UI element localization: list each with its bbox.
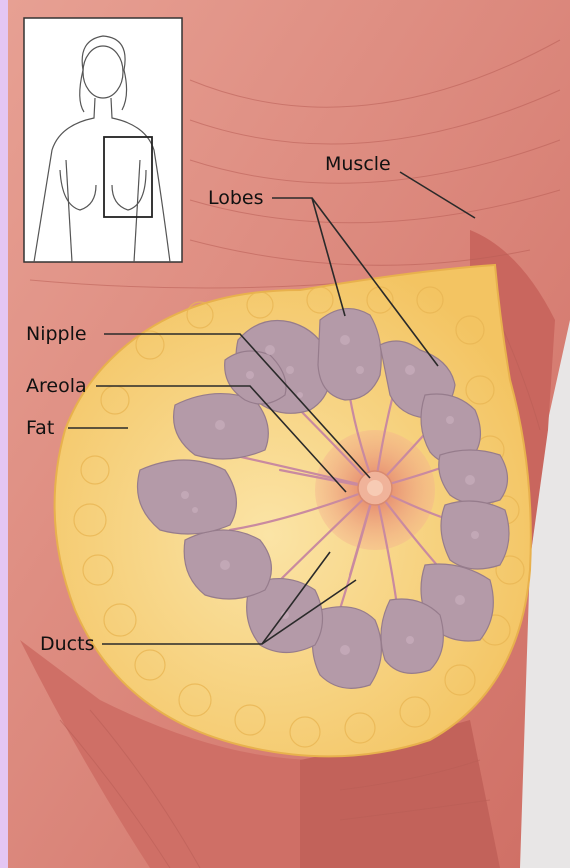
left-frame-border [0,0,8,868]
label-areola: Areola [26,375,87,397]
label-lobes: Lobes [208,187,264,209]
inset-frame [24,18,182,262]
label-ducts: Ducts [40,633,94,655]
lobe [381,599,443,673]
lobe [318,309,381,400]
label-nipple: Nipple [26,323,87,345]
nipple-tip [367,480,383,496]
inset-figure [24,18,182,262]
label-fat: Fat [26,417,54,439]
label-muscle: Muscle [325,153,391,175]
